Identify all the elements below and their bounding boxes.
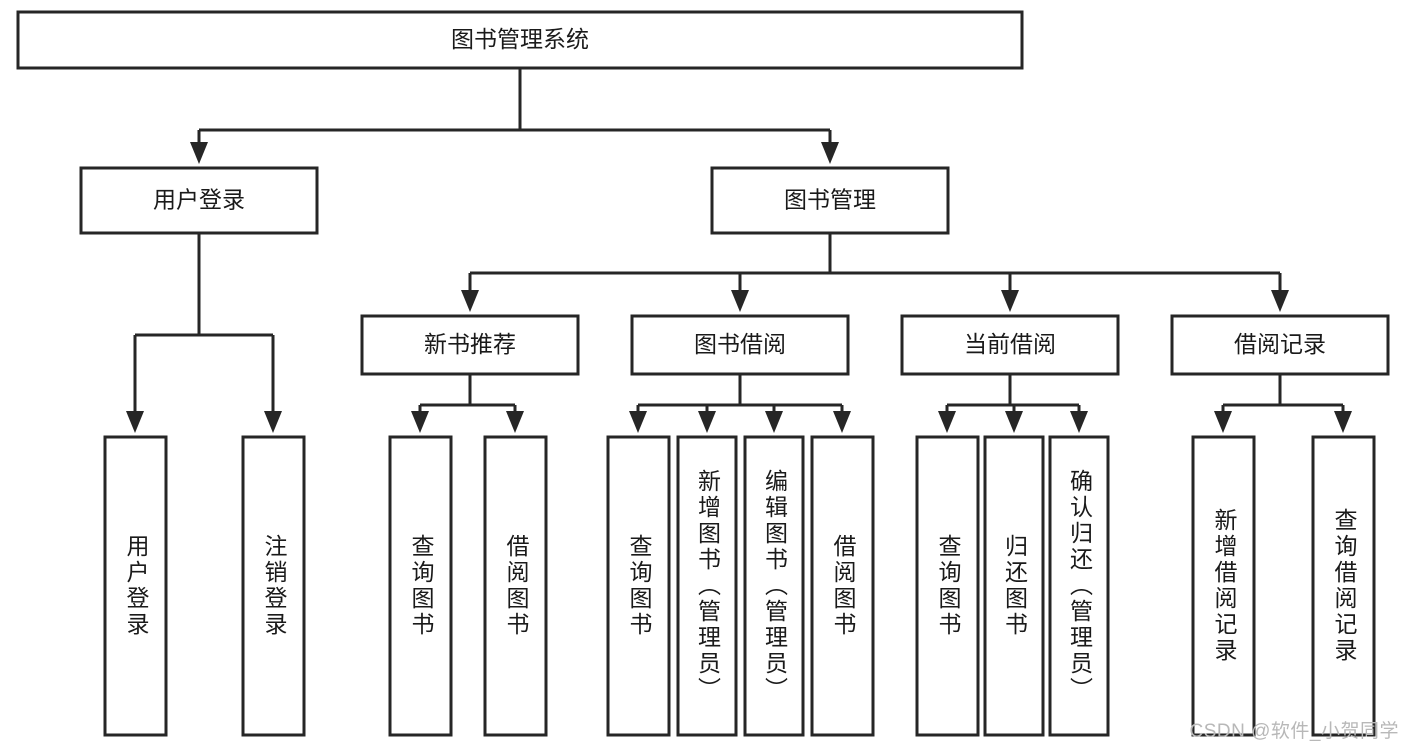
arrow-head-icon bbox=[938, 411, 956, 433]
node-box-leaf-add-record[interactable] bbox=[1191, 435, 1256, 737]
node-box-leaf-add-book[interactable] bbox=[676, 435, 738, 737]
arrow-head-icon bbox=[629, 411, 647, 433]
node-box-book-borrow[interactable] bbox=[630, 314, 850, 376]
node-box-root[interactable] bbox=[16, 10, 1024, 70]
arrow-head-icon bbox=[833, 411, 851, 433]
node-label-new-book-recommend: 新书推荐 bbox=[424, 331, 516, 357]
node-box-leaf-user-login[interactable] bbox=[103, 435, 168, 737]
node-label-book-manage: 图书管理 bbox=[784, 187, 876, 213]
node-box-leaf-query-record[interactable] bbox=[1311, 435, 1376, 737]
arrow-head-icon bbox=[1001, 290, 1019, 312]
arrow-head-icon bbox=[1005, 411, 1023, 433]
node-label-book-borrow: 图书借阅 bbox=[694, 331, 786, 357]
node-box-leaf-borrow-book-2[interactable] bbox=[810, 435, 875, 737]
node-label-user-login: 用户登录 bbox=[153, 187, 245, 213]
node-box-borrow-record[interactable] bbox=[1170, 314, 1390, 376]
arrow-head-icon bbox=[1334, 411, 1352, 433]
arrow-head-icon bbox=[264, 411, 282, 433]
boxes-layer bbox=[16, 10, 1390, 737]
arrow-head-icon bbox=[411, 411, 429, 433]
node-box-leaf-query-book-3[interactable] bbox=[915, 435, 980, 737]
arrow-head-icon bbox=[1271, 290, 1289, 312]
node-box-leaf-edit-book[interactable] bbox=[743, 435, 805, 737]
arrow-head-icon bbox=[506, 411, 524, 433]
node-box-user-login[interactable] bbox=[79, 166, 319, 235]
node-label-root: 图书管理系统 bbox=[451, 26, 589, 52]
node-box-leaf-logout-login[interactable] bbox=[241, 435, 306, 737]
arrow-head-icon bbox=[698, 411, 716, 433]
arrow-head-icon bbox=[1070, 411, 1088, 433]
arrow-head-icon bbox=[190, 142, 208, 164]
node-box-leaf-query-book-2[interactable] bbox=[606, 435, 671, 737]
arrow-head-icon bbox=[1214, 411, 1232, 433]
node-box-leaf-return-book[interactable] bbox=[983, 435, 1045, 737]
node-box-current-borrow[interactable] bbox=[900, 314, 1120, 376]
node-label-borrow-record: 借阅记录 bbox=[1234, 331, 1326, 357]
arrow-head-icon bbox=[731, 290, 749, 312]
watermark: CSDN @软件_小贺同学 bbox=[1189, 721, 1399, 742]
arrow-head-icon bbox=[461, 290, 479, 312]
node-box-leaf-confirm-return[interactable] bbox=[1048, 435, 1110, 737]
node-box-leaf-query-book-1[interactable] bbox=[388, 435, 453, 737]
arrow-head-icon bbox=[126, 411, 144, 433]
connectors-layer bbox=[126, 68, 1352, 433]
node-box-book-manage[interactable] bbox=[710, 166, 950, 235]
arrow-head-icon bbox=[821, 142, 839, 164]
node-box-leaf-borrow-book-1[interactable] bbox=[483, 435, 548, 737]
node-label-current-borrow: 当前借阅 bbox=[964, 331, 1056, 357]
arrow-head-icon bbox=[765, 411, 783, 433]
node-box-new-book-recommend[interactable] bbox=[360, 314, 580, 376]
